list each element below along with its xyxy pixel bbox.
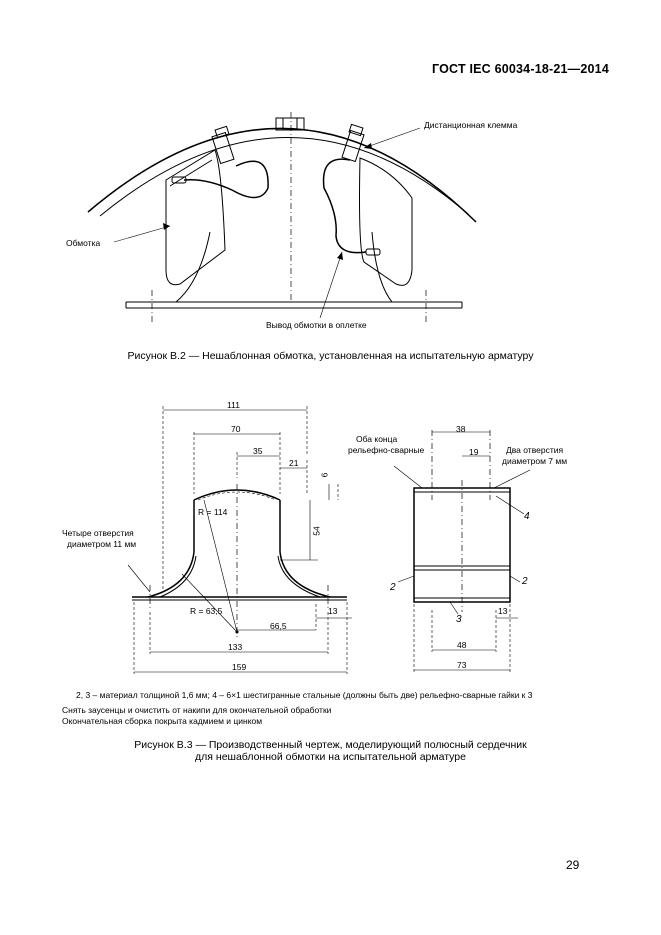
- dim-35: 35: [253, 446, 263, 456]
- note-deburr: Снять заусенцы и очистить от накипи для …: [62, 705, 332, 715]
- dim-133: 133: [228, 642, 243, 652]
- welded-ends-label-line2: рельефно-сварные: [348, 445, 425, 455]
- braided-lead-label: Вывод обмотки в оплетке: [266, 320, 367, 330]
- two-holes-label-line2: диаметром 7 мм: [502, 456, 568, 466]
- four-holes-label-line2: диаметром 11 мм: [67, 539, 137, 549]
- figure-b2-caption: Рисунок В.2 — Нешаблонная обмотка, устан…: [127, 350, 534, 362]
- dim-6: 6: [319, 472, 330, 478]
- figure-b3-left-drawing: [127, 406, 352, 674]
- dim-13-left: 13: [328, 606, 338, 616]
- two-holes-label-line1: Два отверстия: [506, 445, 564, 455]
- figure-b3-caption-line2: для нешаблонной обмотки на испытательной…: [195, 751, 466, 763]
- standard-header: ГОСТ IEC 60034-18-21—2014: [432, 62, 609, 76]
- dim-19: 19: [469, 447, 479, 457]
- note-coating: Окончательная сборка покрыта кадмием и ц…: [62, 716, 263, 726]
- dim-66-5: 66,5: [270, 621, 287, 631]
- dim-70: 70: [231, 424, 241, 434]
- figure-b3-caption-line1: Рисунок В.3 — Производственный чертеж, м…: [134, 739, 527, 751]
- mark-2-right: 2: [522, 576, 528, 587]
- radius-114: R = 114: [198, 507, 228, 517]
- radius-63-5: R = 63,5: [190, 606, 223, 616]
- dim-38: 38: [456, 424, 466, 434]
- page-number: 29: [566, 858, 580, 872]
- winding-label: Обмотка: [66, 238, 101, 248]
- note-materials: 2, 3 – материал толщиной 1,6 мм; 4 – 6×1…: [76, 690, 533, 700]
- dim-111: 111: [227, 400, 240, 410]
- remote-clamp-label: Дистанционная клемма: [424, 120, 518, 130]
- figure-b3-right-drawing: [393, 430, 531, 672]
- dim-159: 159: [232, 662, 247, 672]
- mark-4: 4: [524, 511, 530, 522]
- dim-13-right: 13: [498, 606, 508, 616]
- dim-73: 73: [457, 660, 467, 670]
- dim-21: 21: [289, 458, 299, 468]
- welded-ends-label-line1: Оба конца: [356, 434, 398, 444]
- figure-b2-drawing: [87, 112, 477, 322]
- mark-3: 3: [456, 614, 462, 625]
- dim-54: 54: [311, 526, 322, 536]
- mark-2-left: 2: [390, 582, 396, 593]
- four-holes-label-line1: Четыре отверстия: [62, 528, 134, 538]
- dim-48: 48: [457, 640, 467, 650]
